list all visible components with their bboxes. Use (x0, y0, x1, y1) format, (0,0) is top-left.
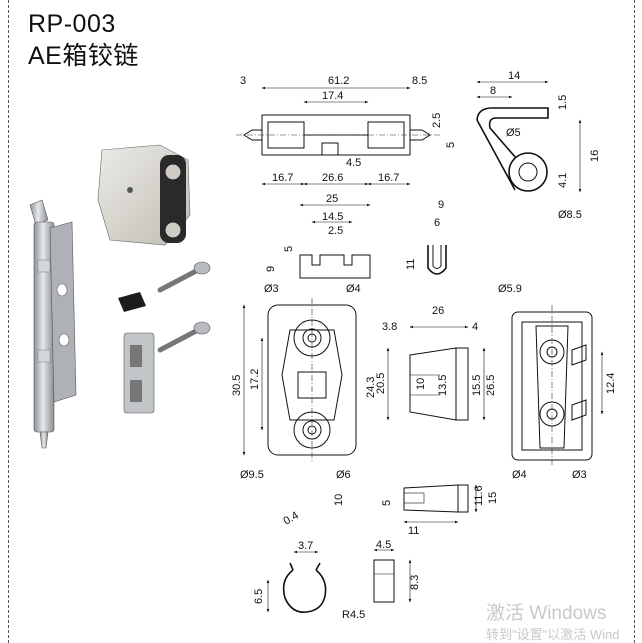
dim-5-b: 5 (283, 246, 295, 252)
dim-4-1: 4.1 (557, 173, 569, 188)
dim-14-5: 14.5 (322, 211, 343, 223)
dim-5-c: 5 (381, 500, 393, 506)
activation-watermark-subtitle: 转到"设置"以激活 Wind (486, 627, 620, 642)
bracket-side-view (476, 107, 549, 192)
dim-26: 26 (432, 305, 444, 317)
dim-11-b: 11 (408, 525, 419, 537)
dim-r-4-5: R4.5 (342, 609, 365, 621)
dim-25: 25 (326, 193, 338, 205)
dim-2-5: 2.5 (431, 113, 443, 128)
dim-3-8: 3.8 (382, 321, 397, 333)
dim-4-5-b: 4.5 (376, 539, 391, 551)
c-clip-view (282, 562, 327, 614)
base-plate-front-view (267, 298, 357, 462)
dim-16-7-left: 16.7 (272, 172, 293, 184)
dimension-labels: 3 61.2 8.5 17.4 2.5 5 4.5 16.7 26.6 16.7… (231, 70, 617, 621)
dim-1-5: 1.5 (557, 95, 569, 110)
dim-phi-8-5: Ø8.5 (558, 209, 582, 221)
dim-13-5: 13.5 (437, 375, 449, 396)
dim-61-2: 61.2 (328, 75, 349, 87)
dim-4: 4 (472, 321, 478, 333)
small-insert-view (373, 559, 395, 603)
dim-phi-9-5: Ø9.5 (240, 469, 264, 481)
activation-watermark-title: 激活 Windows (486, 603, 607, 624)
dim-20-5: 20.5 (375, 373, 387, 394)
dim-9-b: 9 (438, 199, 444, 211)
dim-5: 5 (445, 142, 457, 148)
dim-3-7: 3.7 (298, 540, 313, 552)
dim-8-3: 8.3 (409, 575, 421, 590)
plastic-block-photo (97, 144, 191, 246)
dim-11-6: 11.6 (473, 485, 485, 506)
dim-15: 15 (487, 492, 499, 504)
dim-phi-4: Ø4 (346, 283, 361, 295)
dim-0-4: 0.4 (282, 510, 301, 528)
dim-4-5: 4.5 (346, 157, 361, 169)
dim-8-5: 8.5 (412, 75, 427, 87)
product-name: AE箱铰链 (28, 42, 139, 70)
dim-26-5: 26.5 (485, 375, 497, 396)
dashed-border-right (634, 0, 635, 643)
dim-26-6: 26.6 (322, 172, 343, 184)
dim-16-7-right: 16.7 (378, 172, 399, 184)
dim-15-5: 15.5 (471, 375, 483, 396)
dim-phi-6: Ø6 (336, 469, 351, 481)
dim-10-b: 10 (333, 494, 345, 506)
hinge-top-view (236, 114, 440, 156)
dim-phi-4-b: Ø4 (512, 469, 527, 481)
u-clip-view (427, 245, 447, 275)
wedge-side-view (409, 347, 469, 421)
screws-photo (118, 261, 211, 414)
dim-8: 8 (490, 85, 496, 97)
dim-phi-3: Ø3 (264, 283, 279, 295)
dimension-lines (242, 80, 604, 613)
hinge-photo (29, 199, 77, 449)
dim-phi-5: Ø5 (506, 127, 521, 139)
dim-14: 14 (508, 70, 520, 82)
dim-2-5-b: 2.5 (328, 225, 343, 237)
slot-block-view (299, 254, 371, 279)
dim-12-4: 12.4 (605, 373, 617, 394)
dim-17-2: 17.2 (249, 369, 261, 390)
dim-9: 9 (265, 266, 277, 272)
dashed-border-left (8, 0, 9, 643)
dim-phi-3-b: Ø3 (572, 469, 587, 481)
dim-24-3: 24.3 (365, 377, 377, 398)
dim-10: 10 (415, 378, 427, 390)
dim-17-4: 17.4 (322, 90, 343, 102)
wedge-bottom-view (403, 484, 469, 513)
base-plate-back-view (511, 305, 593, 466)
dim-6: 6 (434, 217, 440, 229)
dim-11: 11 (405, 259, 417, 270)
dim-16: 16 (589, 150, 601, 162)
dim-30-5: 30.5 (231, 375, 243, 396)
dim-6-5: 6.5 (253, 589, 265, 604)
dim-phi-5-9: Ø5.9 (498, 283, 522, 295)
model-number: RP-003 (28, 10, 116, 38)
dim-3: 3 (240, 75, 246, 87)
